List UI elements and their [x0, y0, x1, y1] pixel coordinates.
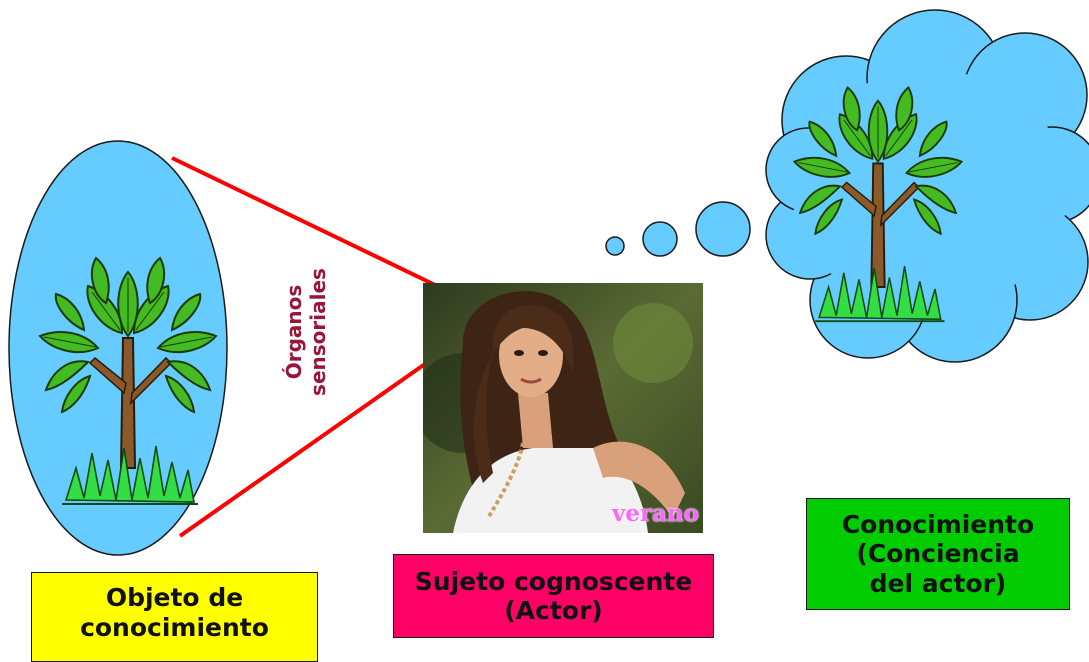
- knowing-subject-label: Sujeto cognoscente (Actor): [393, 554, 714, 638]
- subject-photo-illustration: [423, 283, 703, 533]
- sensory-organs-line1: Órganos: [282, 284, 306, 380]
- thought-bubble-small: [605, 236, 625, 256]
- object-label-line1: Objeto de: [105, 583, 244, 612]
- sense-line-lower: [178, 336, 464, 538]
- sensory-organs-line2: sensoriales: [306, 268, 330, 396]
- subject-label-line2: (Actor): [504, 596, 603, 625]
- knowledge-label-line1: Conocimiento: [841, 509, 1035, 539]
- object-label-line2: conocimiento: [80, 612, 269, 642]
- subject-label-line1: Sujeto cognoscente: [414, 566, 693, 596]
- knowledge-label-line3: del actor): [869, 568, 1007, 598]
- thought-bubble-large: [695, 201, 751, 257]
- knowledge-label: Conocimiento (Conciencia del actor): [806, 498, 1070, 610]
- photo-watermark: verano: [611, 500, 699, 527]
- object-of-knowledge-label: Objeto de conocimiento: [31, 572, 318, 662]
- object-oval: [8, 140, 228, 556]
- subject-photo: verano: [423, 283, 703, 533]
- thought-bubble-medium: [642, 221, 678, 257]
- knowledge-label-line2: (Conciencia: [856, 539, 1020, 569]
- sense-line-upper: [171, 156, 463, 300]
